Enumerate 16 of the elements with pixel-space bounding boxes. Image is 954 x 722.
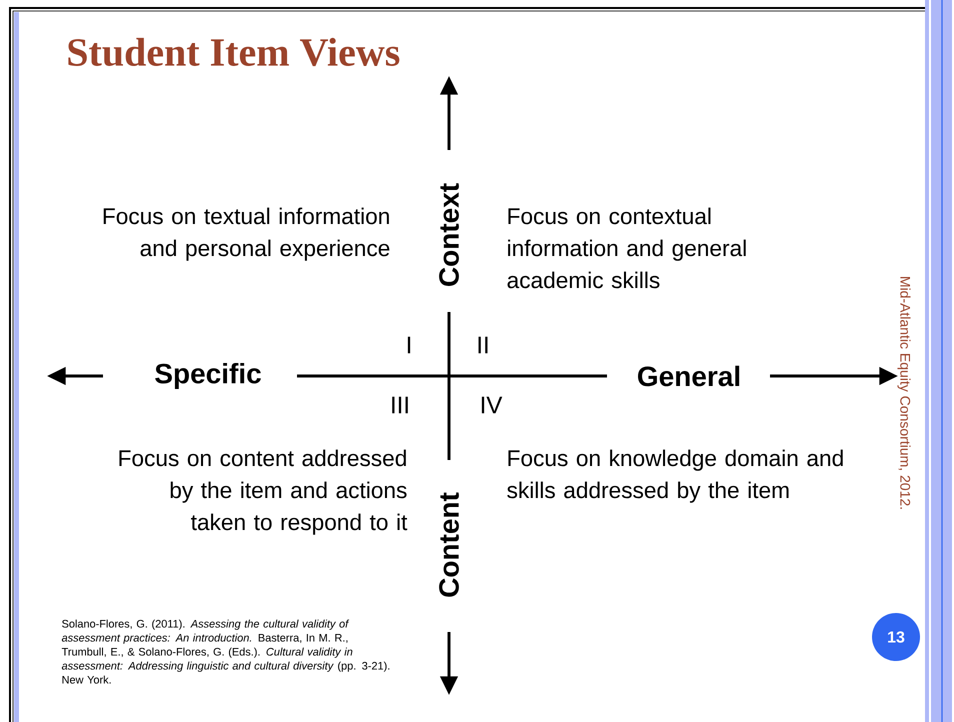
axis-label: Specific — [155, 362, 261, 390]
quadrant-text: Focus on content addressed by the item and actions taken to respond to it — [119, 450, 408, 535]
axis-label: Context — [439, 183, 459, 286]
side-note: Mid-Atlantic Equity Consortium, 2012. — [897, 277, 911, 509]
quadrant-number: II — [478, 336, 488, 354]
quadrant-text: Focus on textual information and personal experience — [104, 208, 390, 261]
axis-label: Content — [439, 492, 459, 597]
citation: Solano-Flores, G. (2011). Assessing the cultural validity of assessment practices: An introduction. Basterra, In M. R., Trumbull, E., & Solano-Flores, G. (Eds.). Cultural validity in assessment: Addressing linguistic and cultural diversity (pp. 3-21). New York. — [62, 620, 390, 684]
quadrant-text: Focus on knowledge domain and skills addressed by the item — [507, 450, 843, 503]
quadrant-number: I — [408, 336, 410, 354]
quadrant-number: III — [392, 396, 408, 414]
page-number: 13 — [872, 613, 920, 661]
quadrant-number: IV — [482, 396, 502, 414]
quadrant-text: Focus on contextual information and general academic skills — [508, 208, 746, 288]
slide-title: Student Item Views — [68, 38, 400, 66]
axis-label: General — [638, 366, 740, 386]
